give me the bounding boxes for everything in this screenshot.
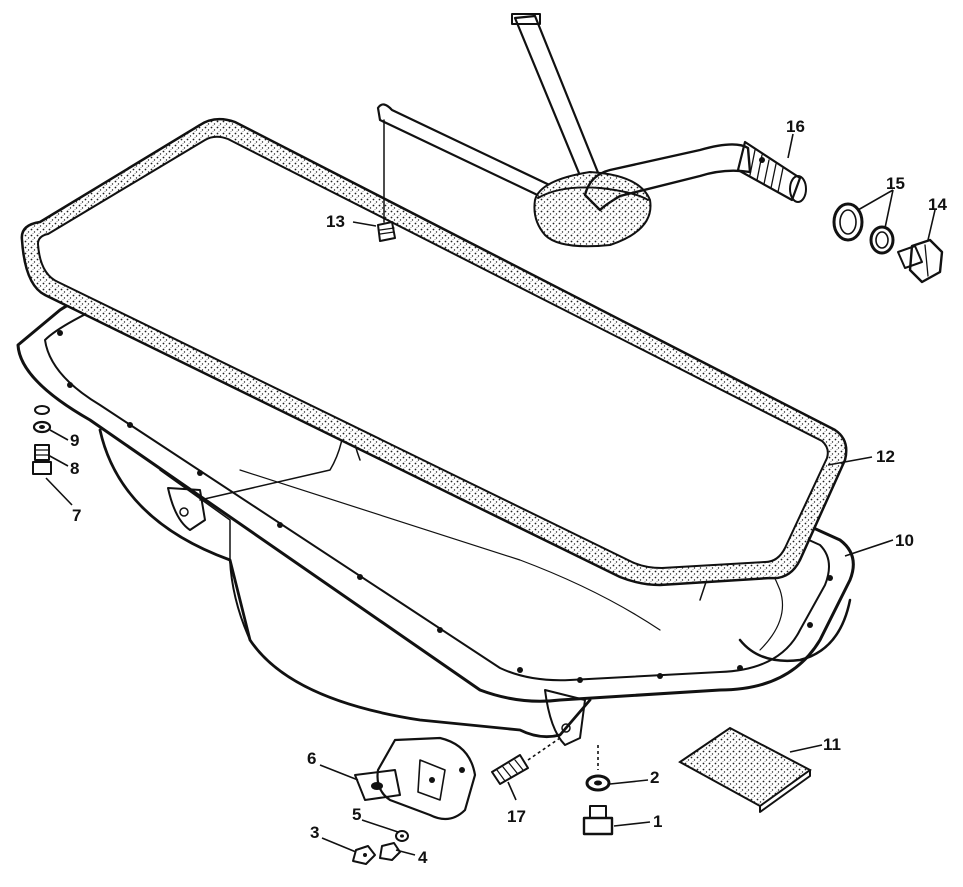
callout-4: 4 bbox=[418, 848, 428, 867]
bracket-nuts-washers bbox=[353, 831, 408, 864]
oil-pump-pickup-tube bbox=[378, 14, 806, 246]
mounting-bracket bbox=[355, 738, 475, 819]
callout-15: 15 bbox=[886, 174, 905, 193]
callout-14: 14 bbox=[928, 195, 947, 214]
callout-10: 10 bbox=[895, 531, 914, 550]
callout-3: 3 bbox=[310, 823, 319, 842]
callout-2: 2 bbox=[650, 768, 659, 787]
gasket-pad bbox=[680, 728, 810, 812]
callout-7: 7 bbox=[72, 506, 81, 525]
callout-11: 11 bbox=[823, 735, 841, 754]
bracket-stud bbox=[492, 738, 560, 784]
callout-17: 17 bbox=[507, 807, 526, 826]
flange-fastener-stack bbox=[33, 406, 51, 474]
callout-16: 16 bbox=[786, 117, 805, 136]
callout-8: 8 bbox=[70, 459, 79, 478]
callout-1: 1 bbox=[653, 812, 662, 831]
oil-filler-plug bbox=[898, 240, 942, 282]
callout-12: 12 bbox=[876, 447, 895, 466]
callout-5: 5 bbox=[352, 805, 361, 824]
oil-pan-gasket bbox=[22, 119, 846, 585]
callout-9: 9 bbox=[70, 431, 79, 450]
drain-plug-assembly bbox=[584, 745, 612, 834]
callout-13: 13 bbox=[326, 212, 345, 231]
callout-6: 6 bbox=[307, 749, 316, 768]
drain-plug-gaskets bbox=[834, 204, 893, 253]
